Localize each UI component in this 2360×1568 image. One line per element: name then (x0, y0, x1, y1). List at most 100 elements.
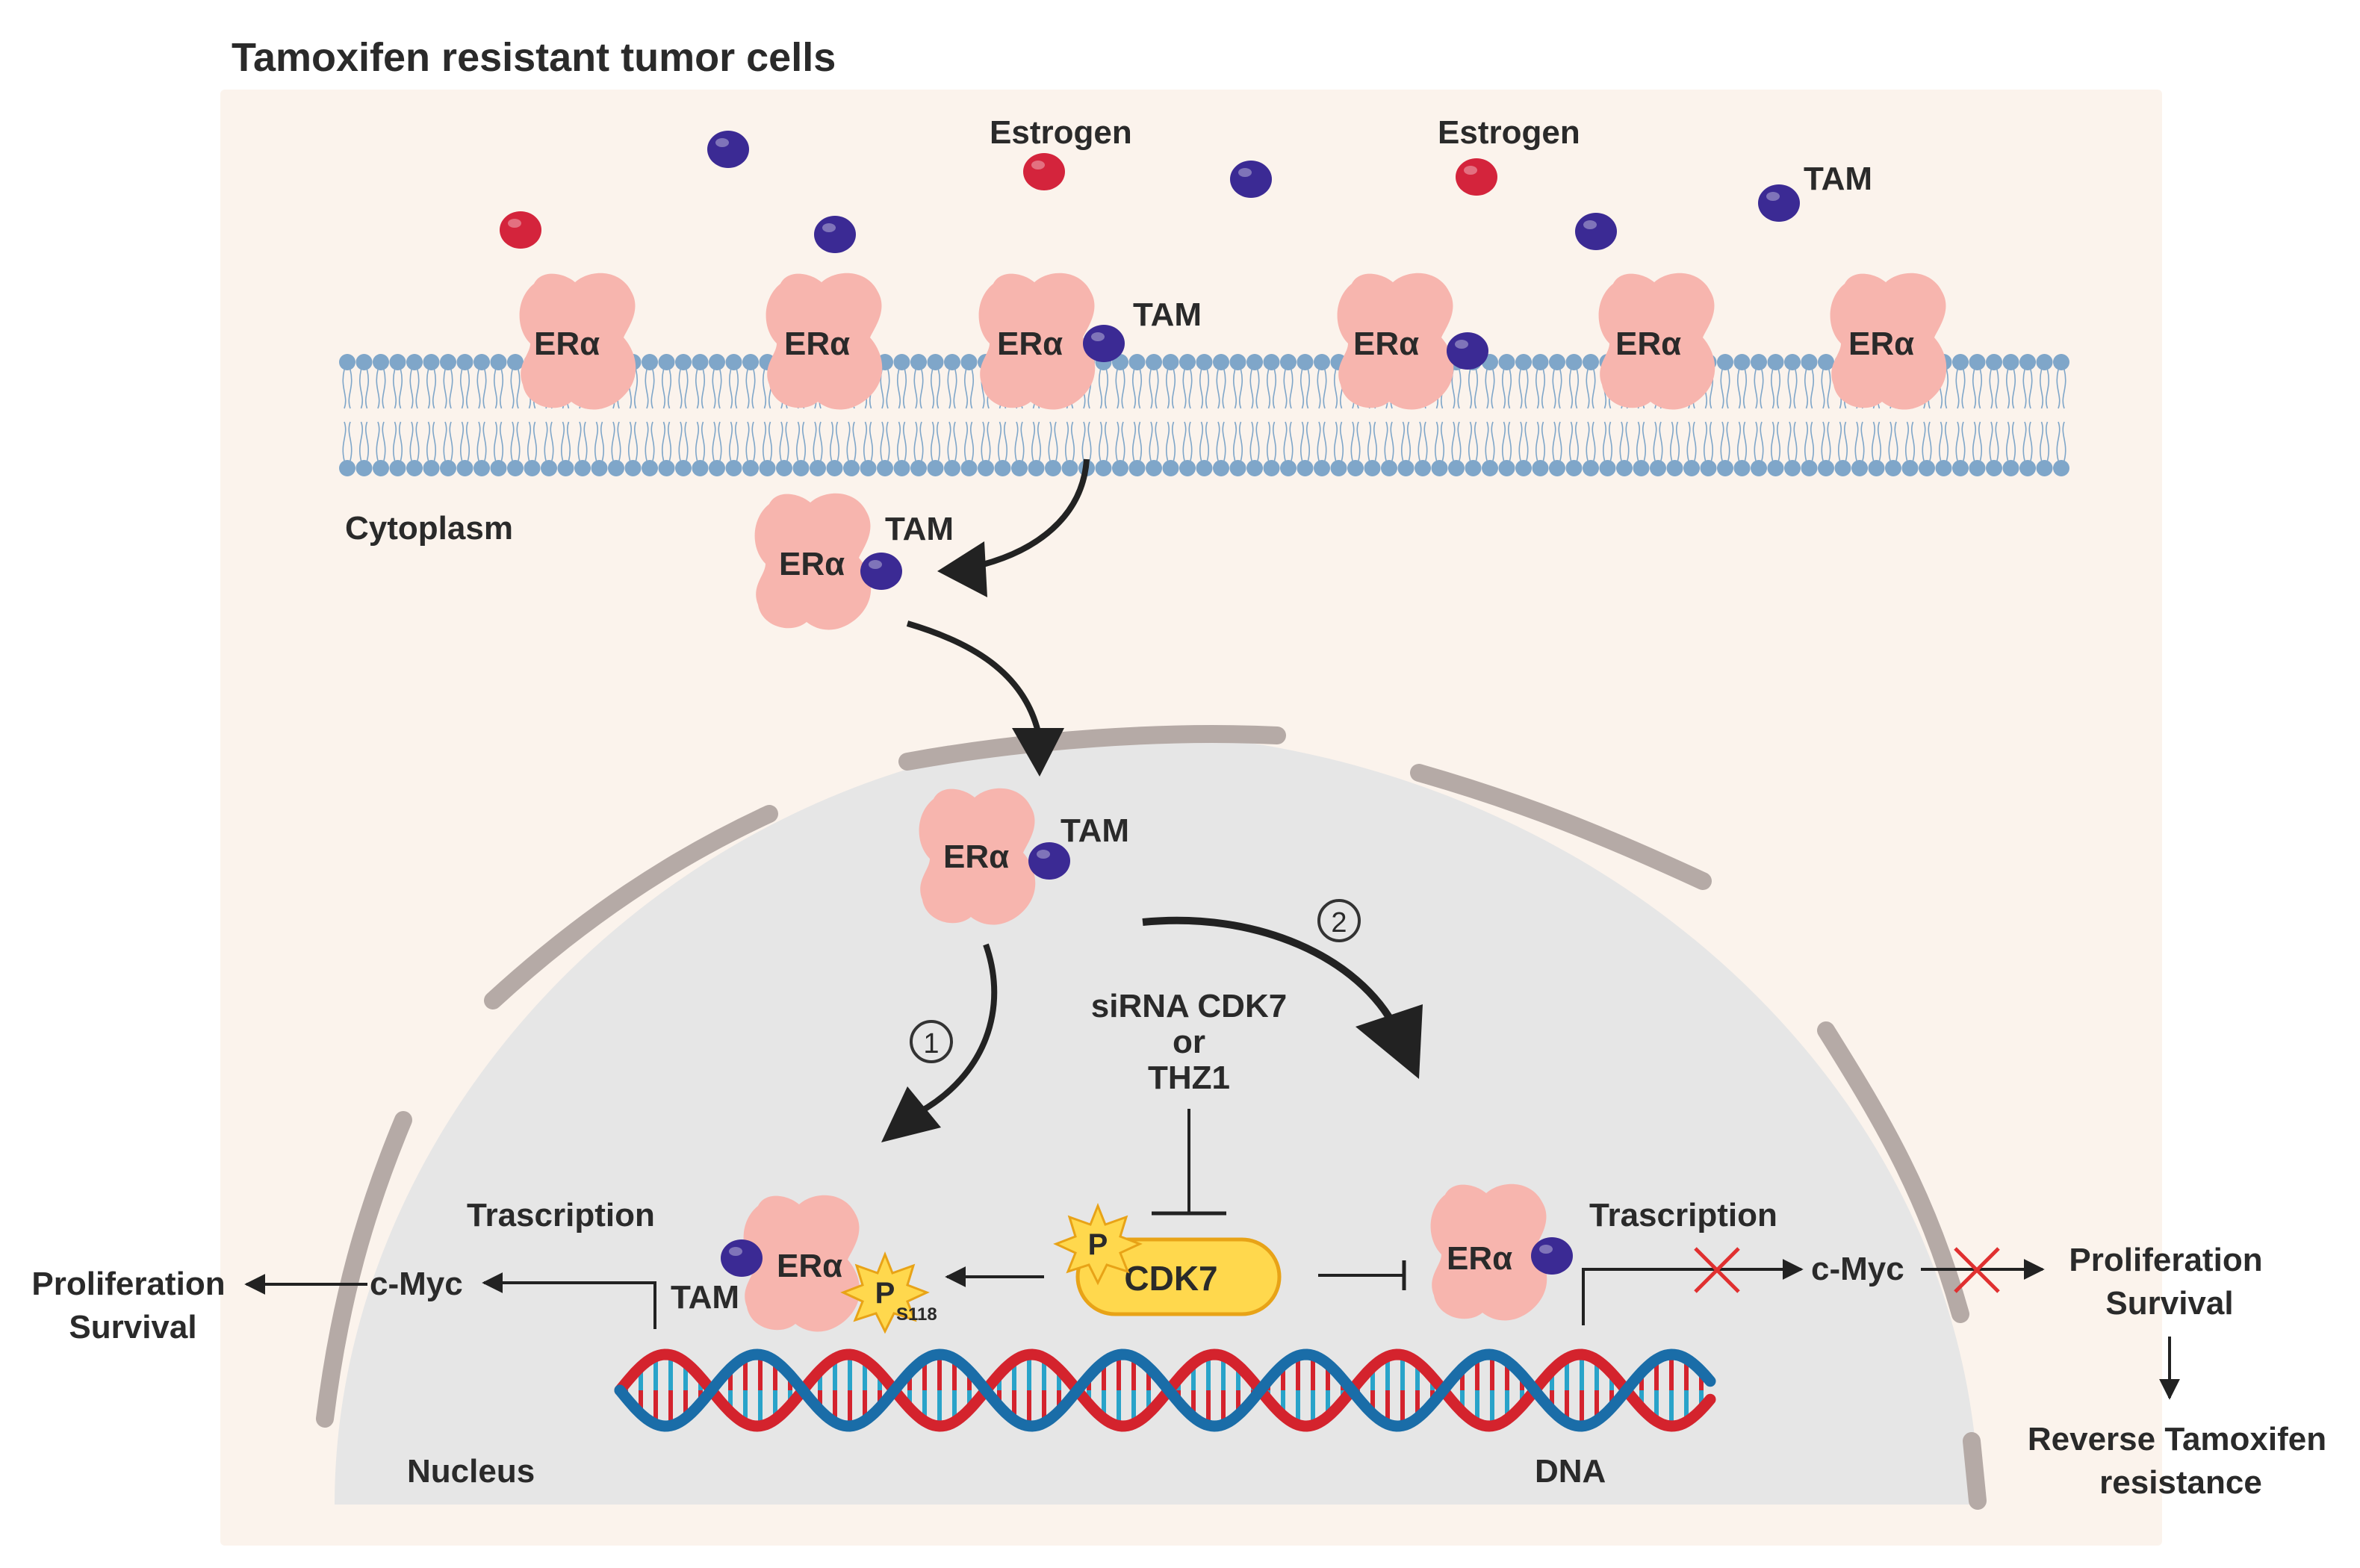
lipid-tail (342, 369, 347, 409)
tamoxifen-molecule (1083, 325, 1125, 362)
tam-label: TAM (1804, 161, 1872, 197)
lipid-head (1751, 354, 1767, 370)
lipid-tail (1435, 421, 1438, 461)
lipid-tail (1659, 421, 1663, 461)
era-label: ERα (784, 326, 850, 362)
lipid-tail (1188, 421, 1193, 461)
lipid-tail (1787, 421, 1792, 461)
lipid-head (1801, 354, 1818, 370)
lipid-head (1297, 354, 1314, 370)
lipid-tail (1569, 421, 1573, 461)
lipid-tail (1199, 369, 1203, 409)
lipid-tail (1249, 421, 1254, 461)
lipid-head (1213, 354, 1229, 370)
lipid-tail (1558, 369, 1562, 409)
lipid-tail (1014, 421, 1019, 461)
lipid-tail (1485, 421, 1489, 461)
envelope-segment (316, 1111, 412, 1428)
lipid-tail (1945, 369, 1948, 409)
lipid-tail (779, 421, 783, 461)
lipid-tail (1289, 369, 1294, 409)
lipid-tail (852, 421, 857, 461)
lipid-tail (432, 421, 436, 461)
lipid-head (692, 354, 709, 370)
tamoxifen-molecule (814, 216, 856, 253)
lipid-tail (510, 421, 515, 461)
lipid-tail (813, 421, 817, 461)
survival-label-left: Survival (69, 1309, 196, 1345)
lipid-head (423, 354, 440, 370)
lipid-head (2053, 354, 2069, 370)
lipid-head (1969, 354, 1986, 370)
lipid-tail (1239, 369, 1243, 409)
lipid-tail (600, 421, 604, 461)
lipid-head (1397, 460, 1415, 476)
lipid-head (1549, 354, 1565, 370)
lipid-tail (1804, 421, 1808, 461)
lipid-head (675, 460, 692, 476)
lipid-tail (1670, 421, 1674, 461)
lipid-head (843, 460, 860, 476)
lipid-tail (1054, 421, 1058, 461)
translocation-arrowhead (937, 541, 987, 597)
lipid-tail (1474, 369, 1478, 409)
lipid-head (1515, 354, 1532, 370)
lipid-tail (1603, 421, 1606, 461)
transcription-arrow-right (1582, 1259, 1804, 1325)
lipid-tail (1423, 421, 1428, 461)
lipid-head (1532, 354, 1549, 370)
lipid-head (1784, 460, 1801, 476)
lipid-tail (500, 369, 503, 409)
lipid-tail (1972, 369, 1976, 409)
era-label: ERα (1848, 326, 1914, 362)
lipid-tail (1720, 369, 1724, 409)
lipid-head (893, 460, 910, 476)
lipid-tail (365, 421, 369, 461)
lipid-head (1818, 460, 1834, 476)
lipid-tail (897, 369, 901, 409)
lipid-tail (533, 421, 537, 461)
lipid-head (507, 460, 524, 476)
lipid-tail (1037, 421, 1041, 461)
lipid-head (1767, 354, 1784, 370)
lipid-head (1834, 460, 1851, 476)
lipid-tail (348, 421, 353, 461)
lipid-head (1549, 460, 1565, 476)
lipid-tail (1710, 421, 1713, 461)
lipid-tail (2062, 369, 2066, 409)
lipid-tail (1222, 369, 1226, 409)
tamoxifen-molecule (1531, 1237, 1573, 1275)
lipid-head (1213, 460, 1229, 476)
lipid-tail (684, 369, 689, 409)
step-2-circle (1317, 899, 1361, 942)
lipid-head (473, 460, 490, 476)
lipid-head (1229, 354, 1246, 370)
lipid-tail (1099, 421, 1102, 461)
pathway-1-arrow (917, 943, 998, 1116)
lipid-tail (947, 369, 951, 409)
lipid-tail (544, 421, 548, 461)
figure-title: Tamoxifen resistant tumor cells (232, 35, 836, 80)
lipid-head (608, 460, 624, 476)
lipid-tail (1283, 369, 1288, 409)
lipid-head (524, 460, 541, 476)
lipid-head (742, 354, 759, 370)
lipid-tail (1508, 369, 1512, 409)
lipid-tail (662, 369, 665, 409)
lipid-tail (903, 421, 907, 461)
lipid-tail (399, 421, 403, 461)
lipid-tail (476, 421, 481, 461)
lipid-head (557, 460, 574, 476)
lipid-tail (751, 369, 756, 409)
translocation-arrow (906, 620, 1041, 732)
lipid-head (927, 460, 944, 476)
lipid-head (490, 460, 507, 476)
lipid-tail (886, 369, 890, 409)
lipid-head (742, 460, 759, 476)
lipid-head (456, 460, 473, 476)
lipid-tail (1048, 421, 1052, 461)
lipid-tail (836, 421, 839, 461)
lipid-tail (931, 369, 934, 409)
lipid-tail (668, 369, 671, 409)
lipid-head (1314, 460, 1330, 476)
